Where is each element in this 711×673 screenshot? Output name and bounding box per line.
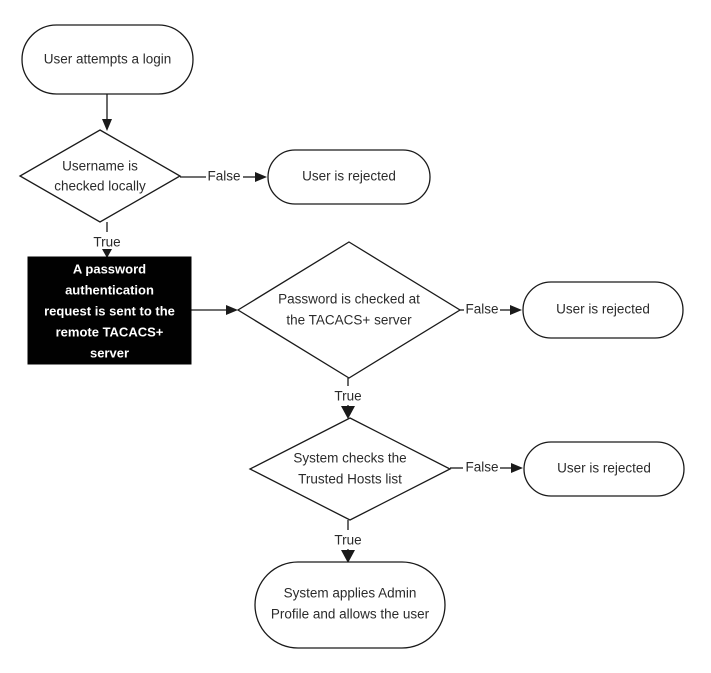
edge-label-true-1: True: [93, 235, 120, 250]
edge-label-true-3: True: [334, 533, 361, 548]
edge-password-request-to-password-check: [191, 305, 238, 315]
node-trusted-hosts-check[interactable]: System checks the Trusted Hosts list: [248, 417, 452, 521]
arrowhead-icon: [511, 463, 523, 473]
node-reject-1-label: User is rejected: [302, 169, 396, 184]
node-password-request-shape[interactable]: [27, 256, 192, 365]
node-start-shape[interactable]: [21, 24, 194, 95]
node-password-request[interactable]: A password authentication request is sen…: [27, 256, 192, 365]
node-allow-user[interactable]: System applies Admin Profile and allows …: [254, 561, 446, 649]
node-password-request-line2: authentication: [65, 282, 154, 297]
node-trusted-hosts-label-line1: System checks the: [293, 451, 406, 466]
edge-label-true-2: True: [334, 389, 361, 404]
edge-label-false-2: False: [465, 302, 498, 317]
node-password-check[interactable]: Password is checked at the TACACS+ serve…: [236, 241, 462, 379]
arrowhead-icon: [341, 406, 355, 419]
node-reject-2-shape[interactable]: [522, 281, 684, 339]
arrowhead-icon: [510, 305, 522, 315]
edge-username-check-to-reject-false: False: [180, 169, 267, 184]
node-reject-3-shape[interactable]: [523, 441, 685, 497]
node-reject-1-shape[interactable]: [267, 149, 431, 205]
edge-trusted-hosts-to-reject-false: False: [450, 460, 523, 475]
node-username-check[interactable]: Username is checked locally: [18, 129, 182, 223]
edge-label-false-3: False: [465, 460, 498, 475]
node-password-request-line1: A password: [73, 261, 146, 276]
edge-username-check-to-password-request-true: True: [93, 222, 121, 258]
arrowhead-icon: [255, 172, 267, 182]
edge-label-false-1: False: [207, 169, 240, 184]
edge-password-check-to-reject-false: False: [460, 302, 522, 317]
node-start[interactable]: User attempts a login: [21, 24, 194, 95]
edge-start-to-username-check: [102, 94, 112, 131]
node-reject-2-label: User is rejected: [556, 302, 650, 317]
node-username-check-shape[interactable]: [18, 129, 182, 223]
node-trusted-hosts-label-line2: Trusted Hosts list: [298, 472, 402, 487]
arrowhead-icon: [102, 249, 112, 258]
node-username-check-label-line1: Username is: [62, 159, 138, 174]
node-password-check-label-line1: Password is checked at: [278, 292, 420, 307]
node-reject-1[interactable]: User is rejected: [267, 149, 431, 205]
node-password-request-line5: server: [90, 345, 129, 360]
node-reject-3-label: User is rejected: [557, 461, 651, 476]
node-password-check-shape[interactable]: [236, 241, 462, 379]
node-reject-3[interactable]: User is rejected: [523, 441, 685, 497]
node-password-request-line3: request is sent to the: [44, 303, 175, 318]
node-allow-user-shape[interactable]: [254, 561, 446, 649]
node-start-label: User attempts a login: [44, 52, 172, 67]
arrowhead-icon: [341, 550, 355, 563]
edge-trusted-hosts-to-allow-user-true: True: [334, 520, 362, 563]
arrowhead-icon: [226, 305, 238, 315]
node-allow-user-line1: System applies Admin: [284, 586, 417, 601]
node-allow-user-line2: Profile and allows the user: [271, 607, 430, 622]
node-trusted-hosts-check-shape[interactable]: [248, 417, 452, 521]
node-password-request-line4: remote TACACS+: [56, 324, 164, 339]
node-username-check-label-line2: checked locally: [54, 179, 146, 194]
node-reject-2[interactable]: User is rejected: [522, 281, 684, 339]
arrowhead-icon: [102, 119, 112, 131]
edge-password-check-to-trusted-hosts-true: True: [334, 378, 362, 419]
node-password-check-label-line2: the TACACS+ server: [286, 313, 412, 328]
